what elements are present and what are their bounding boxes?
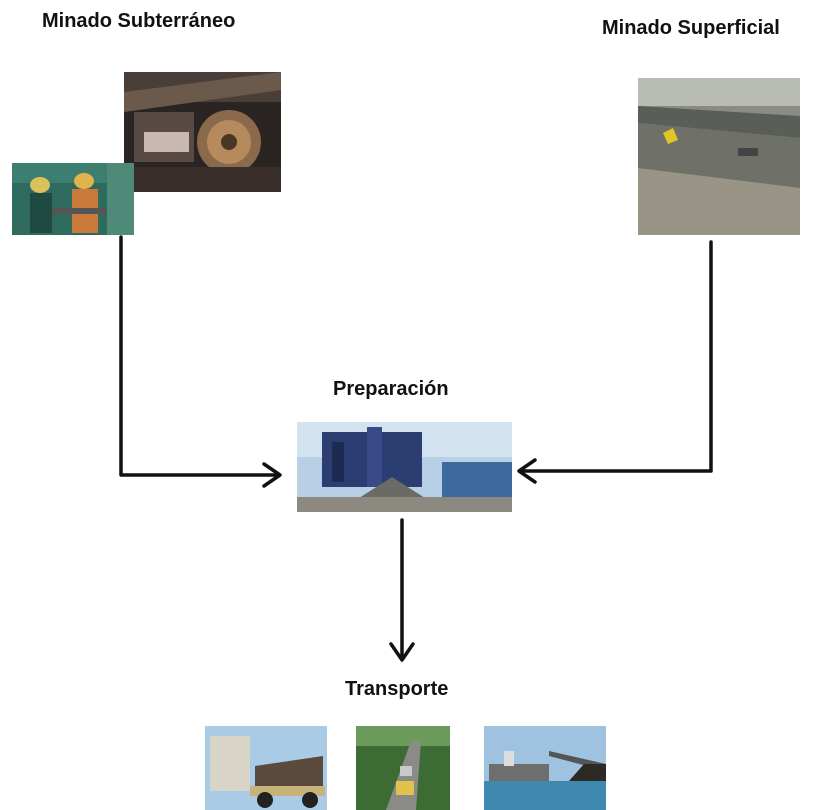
node-label-transport: Transporte — [345, 678, 449, 700]
underground-mining-machine-photo — [124, 72, 281, 192]
preparation-plant-photo — [297, 422, 512, 512]
arrowhead-transport — [389, 642, 415, 662]
transport-truck-photo — [205, 726, 327, 810]
underground-miners-photo — [12, 163, 134, 235]
arrowhead-underground — [262, 462, 282, 488]
node-label-underground: Minado Subterráneo — [42, 10, 236, 32]
transport-ship-photo — [484, 726, 606, 810]
arrow-underground-to-preparation — [119, 235, 278, 477]
arrowhead-surface — [517, 458, 537, 484]
transport-train-photo — [356, 726, 450, 810]
arrow-surface-to-preparation — [521, 240, 713, 473]
surface-mining-photo — [638, 78, 800, 235]
node-label-surface: Minado Superficial — [602, 17, 780, 39]
node-label-preparation: Preparación — [333, 378, 449, 400]
